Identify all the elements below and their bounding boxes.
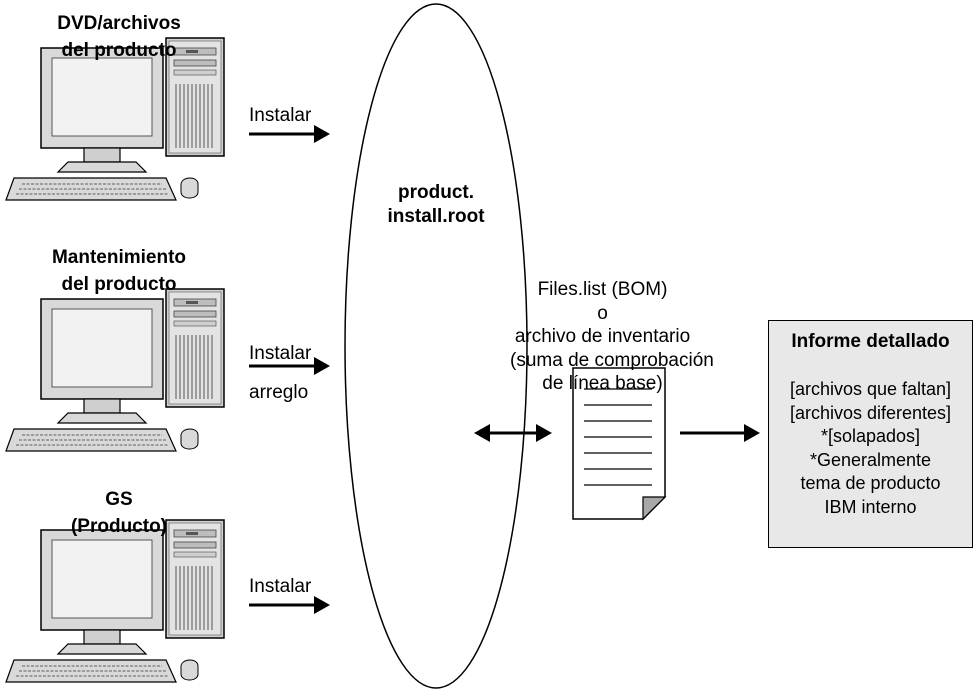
report-line: IBM interno <box>824 496 917 517</box>
report-line: tema de producto <box>800 473 941 493</box>
install-root-ellipse <box>344 3 528 689</box>
report-title: Informe detallado <box>791 331 950 352</box>
source-title: Mantenimiento <box>51 247 187 268</box>
inventory-label: Files.list (BOM) <box>537 279 668 300</box>
source-title: del producto <box>61 40 177 61</box>
detailed-report-box: Informe detallado [archivos que faltan] [… <box>768 320 973 548</box>
report-line: [archivos que faltan] <box>789 379 952 399</box>
desktop-computer-icon <box>5 519 225 683</box>
double-arrow-icon <box>536 424 552 442</box>
source-title: GS <box>105 489 133 510</box>
inventory-label: (suma de comprobación <box>510 349 714 371</box>
report-line: *[solapados] <box>820 426 921 446</box>
fix-label: arreglo <box>249 382 309 403</box>
double-arrow-icon <box>474 424 490 442</box>
source-title: DVD/archivos <box>57 13 181 34</box>
report-line: [archivos diferentes] <box>789 402 952 423</box>
install-root-label: install.root <box>387 206 485 227</box>
document-fold <box>642 496 667 521</box>
source-title: (Producto) <box>70 516 168 537</box>
install-root-label: product. <box>398 182 474 203</box>
arrow-right-icon <box>314 357 330 375</box>
inventory-label: archivo de inventario <box>514 326 691 347</box>
source-title: del producto <box>61 274 177 295</box>
desktop-computer-icon <box>5 288 225 452</box>
install-label: Instalar <box>249 105 312 126</box>
report-line: *Generalmente <box>809 449 932 470</box>
arrow-right-icon <box>314 596 330 614</box>
install-label: Instalar <box>249 576 312 597</box>
desktop-computer-icon <box>5 37 225 201</box>
inventory-label: de línea base) <box>542 373 663 394</box>
inventory-label: o <box>597 302 608 324</box>
install-label: Instalar <box>249 343 312 364</box>
arrow-right-icon <box>744 424 760 442</box>
arrow-right-icon <box>314 125 330 143</box>
